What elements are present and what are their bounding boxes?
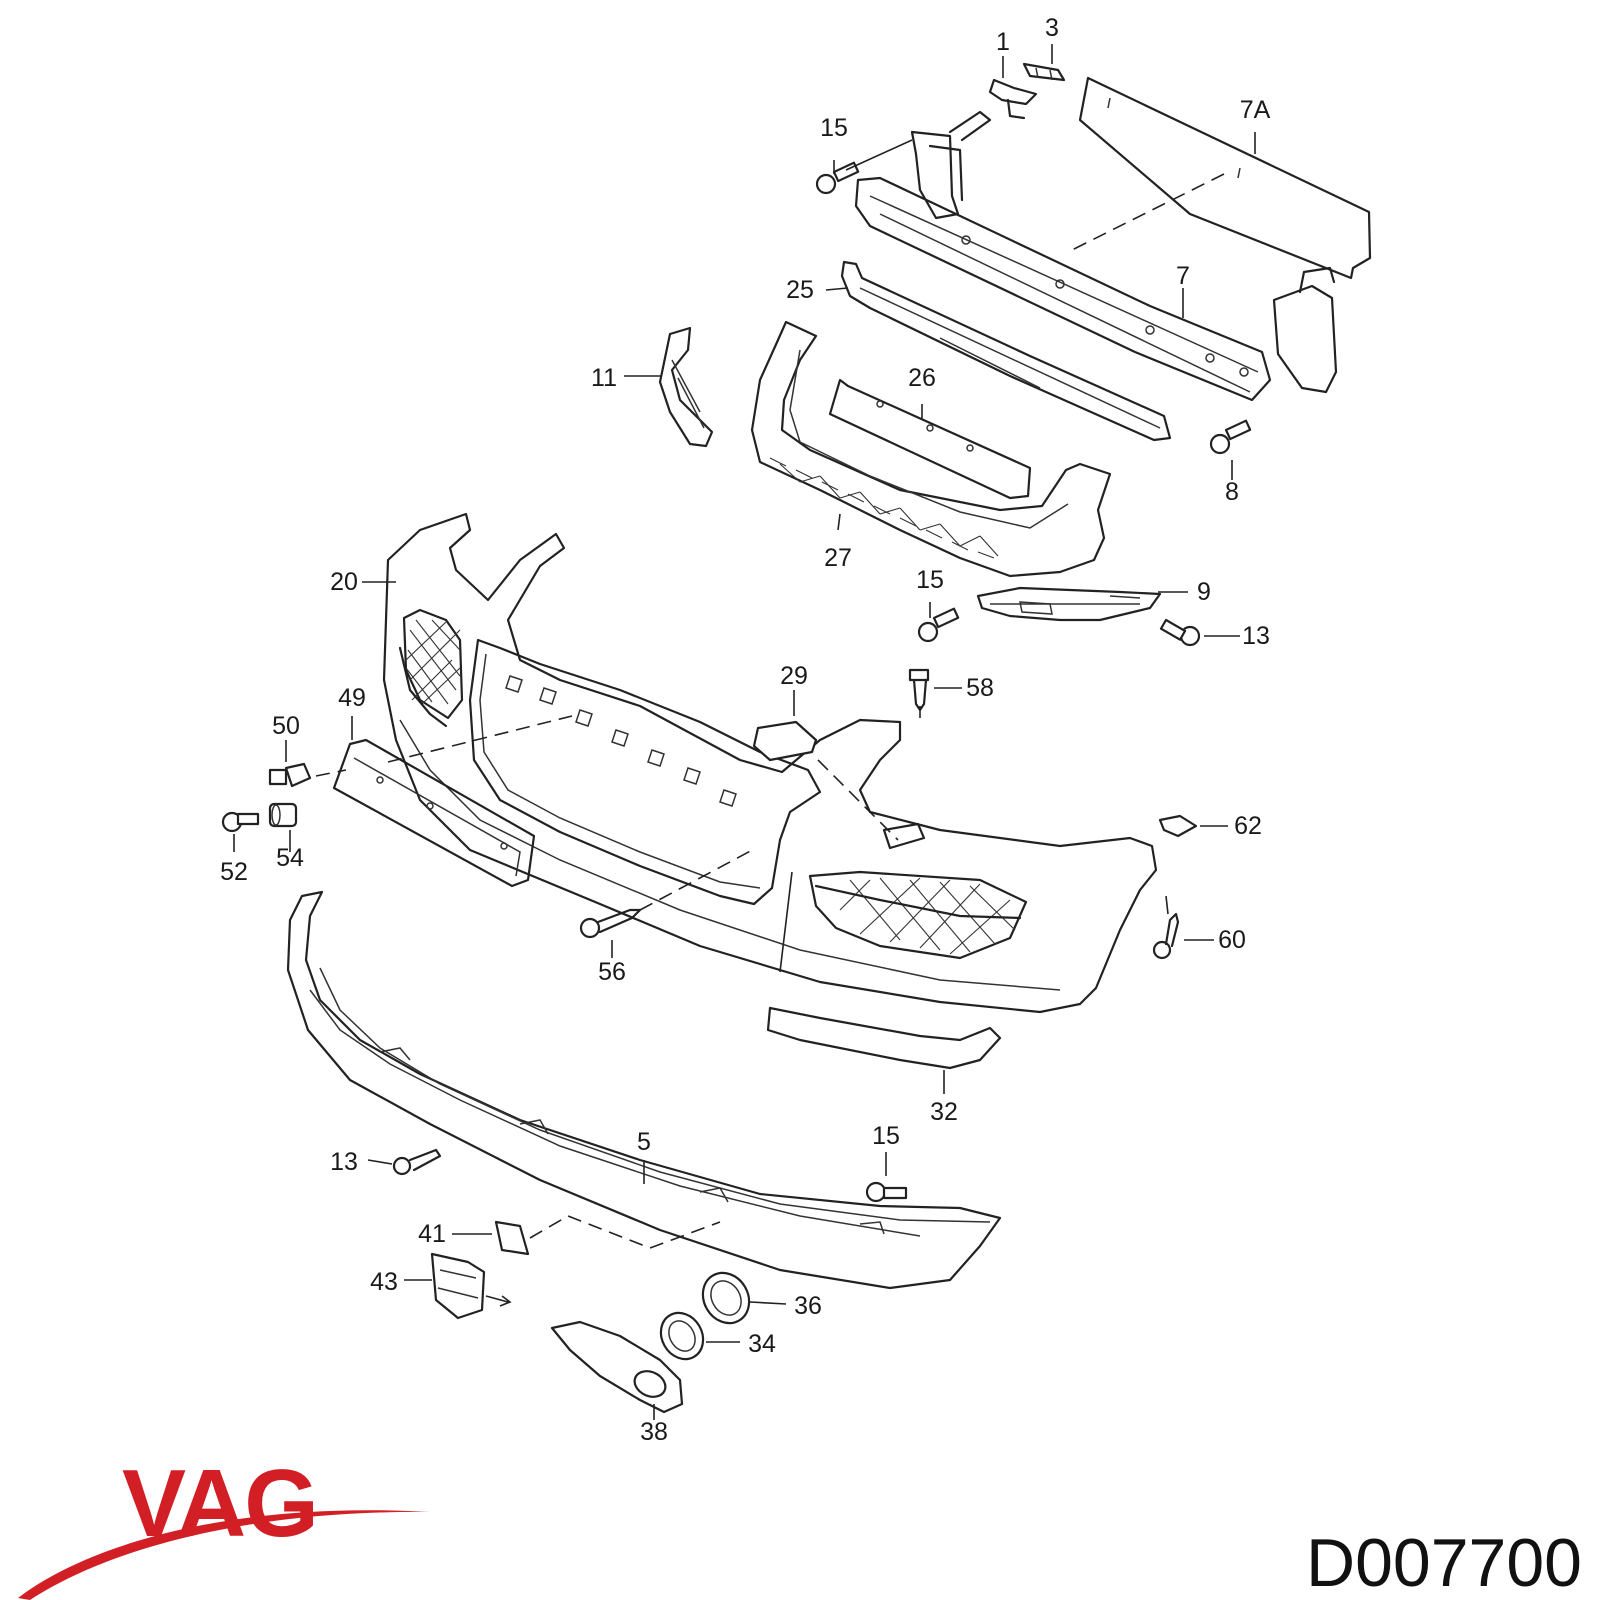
- callout-56: 56: [598, 958, 626, 986]
- callout-7a: 7A: [1240, 96, 1271, 124]
- callout-58: 58: [966, 674, 994, 702]
- callout-3: 3: [1045, 14, 1059, 42]
- callout-43: 43: [370, 1268, 398, 1296]
- callout-7: 7: [1176, 262, 1190, 290]
- callout-25: 25: [786, 276, 814, 304]
- assembly-lines: [315, 173, 1225, 1249]
- callout-5: 5: [637, 1128, 651, 1156]
- callout-labels: 1 3 7A 15 7 25 11 26 8 27 20 15 9 13 29 …: [220, 14, 1271, 1446]
- callout-34: 34: [748, 1330, 776, 1358]
- part-20-bumper-cover: [382, 512, 1158, 1014]
- callout-20: 20: [330, 568, 358, 596]
- callout-15-top: 15: [820, 114, 848, 142]
- bolt-15-lower: [865, 1181, 908, 1203]
- part-49-license-plate-holder: [332, 738, 536, 888]
- vag-logo: VAG: [18, 1450, 430, 1600]
- part-27-bumper-frame: [750, 320, 1112, 578]
- part-number: D007700: [1306, 1525, 1582, 1600]
- bolt-15-mid: [917, 607, 960, 643]
- part-26-mounting-strip: [828, 378, 1032, 500]
- bolt-13-right: [1159, 618, 1201, 647]
- callout-32: 32: [930, 1098, 958, 1126]
- callout-9: 9: [1197, 578, 1211, 606]
- part-34-ring: [659, 1311, 705, 1361]
- part-7-bumper-carrier: [854, 110, 1338, 402]
- callout-27: 27: [824, 544, 852, 572]
- nut-54: [268, 802, 298, 828]
- part-3-clip: [1022, 62, 1066, 82]
- screw-56: [579, 908, 642, 939]
- callout-41: 41: [418, 1220, 446, 1248]
- callout-62: 62: [1234, 812, 1262, 840]
- leader-lines: [233, 44, 1256, 1420]
- callout-52: 52: [220, 858, 248, 886]
- part-1-clip: [988, 78, 1038, 120]
- callout-38: 38: [640, 1418, 668, 1446]
- part-36-ring: [701, 1271, 751, 1325]
- callout-26: 26: [908, 364, 936, 392]
- fasteners: [221, 161, 1252, 1203]
- logo-text: VAG: [122, 1450, 317, 1557]
- clip-50: [268, 762, 312, 788]
- logo-swoosh: [18, 1510, 430, 1600]
- callout-54: 54: [276, 844, 304, 872]
- part-32-trim-strip: [766, 1006, 1002, 1070]
- callout-15-mid: 15: [916, 566, 944, 594]
- part-9-side-bracket: [976, 586, 1162, 622]
- bolt-13-lower: [392, 1148, 442, 1176]
- callout-15-lower: 15: [872, 1122, 900, 1150]
- part-5-lower-spoiler: [286, 890, 1002, 1290]
- callout-13-right: 13: [1242, 622, 1270, 650]
- part-7a-absorber-panel: [1078, 76, 1372, 280]
- callout-49: 49: [338, 684, 366, 712]
- callout-50: 50: [272, 712, 300, 740]
- callout-36: 36: [794, 1292, 822, 1320]
- clip-62: [1158, 814, 1198, 838]
- part-38-fog-bezel: [550, 1320, 684, 1414]
- part-41-small-cover: [494, 1220, 530, 1256]
- part-25-absorber-strip: [840, 260, 1172, 442]
- part-11-side-guide: [658, 326, 714, 448]
- bolt-8: [1209, 419, 1252, 455]
- part-29-tow-cover: [752, 720, 818, 762]
- callout-60: 60: [1218, 926, 1246, 954]
- screw-60: [1152, 912, 1180, 960]
- bolt-52: [221, 811, 260, 833]
- callout-13-lower: 13: [330, 1148, 358, 1176]
- callout-1: 1: [996, 28, 1010, 56]
- part-43-mounting-plate: [430, 1252, 512, 1320]
- callout-8: 8: [1225, 478, 1239, 506]
- callout-11: 11: [591, 364, 617, 392]
- callout-29: 29: [780, 662, 808, 690]
- screw-58: [908, 668, 930, 712]
